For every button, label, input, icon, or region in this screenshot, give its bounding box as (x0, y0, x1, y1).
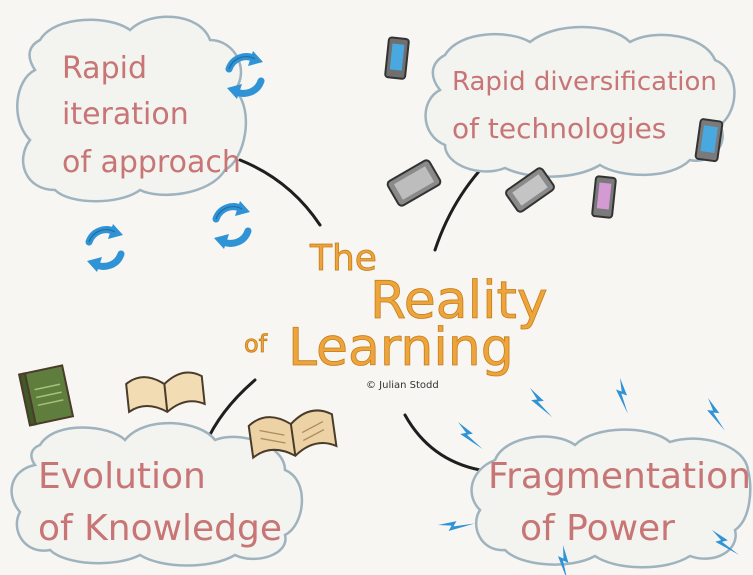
tablet-icon (591, 175, 617, 219)
tablet-icons (384, 36, 724, 219)
cloud-top-left (16, 15, 248, 203)
book-icons (17, 364, 338, 460)
connector-bottom-right (403, 413, 482, 472)
node-top-right-line1: Rapid diversification (452, 67, 717, 97)
refresh-cycle-icon (214, 201, 250, 249)
book-icon (17, 364, 75, 427)
lightning-bolt-icon (612, 377, 634, 414)
node-top-left-line2: iteration (62, 97, 189, 132)
book-icon (247, 409, 338, 460)
tablet-icon (505, 167, 555, 213)
cloud-top-right (424, 25, 736, 178)
refresh-cycle-icon (87, 224, 123, 272)
title-line3-main: Learning (288, 318, 514, 378)
node-top-left-line3: of approach (62, 145, 241, 180)
node-bottom-right-line1: Fragmentation (488, 456, 751, 497)
lightning-bolt-icon (456, 417, 483, 455)
connector-top-left (238, 158, 322, 227)
node-top-left-line1: Rapid (62, 51, 147, 86)
lightning-bolt-icon (528, 384, 553, 422)
node-top-right-line2: of technologies (452, 112, 666, 145)
title-line3-prefix: of (244, 330, 268, 358)
cloud-bottom-left (10, 421, 304, 567)
node-bottom-left-line2: of Knowledge (38, 508, 282, 549)
tablet-icon (384, 36, 410, 80)
lightning-bolt-icon (706, 396, 725, 433)
node-bottom-left-line1: Evolution (38, 456, 206, 497)
tablet-icon (386, 159, 442, 207)
credit-label: © Julian Stodd (366, 380, 439, 391)
lightning-bolt-icon (437, 511, 475, 539)
cloud-bottom-right (470, 428, 752, 569)
tablet-icon (694, 118, 724, 163)
book-icon (125, 371, 206, 414)
title-line1: The (309, 238, 377, 279)
connector-bottom-left (203, 378, 257, 447)
title-line2: Reality (370, 271, 548, 331)
node-bottom-right-line2: of Power (520, 508, 675, 549)
